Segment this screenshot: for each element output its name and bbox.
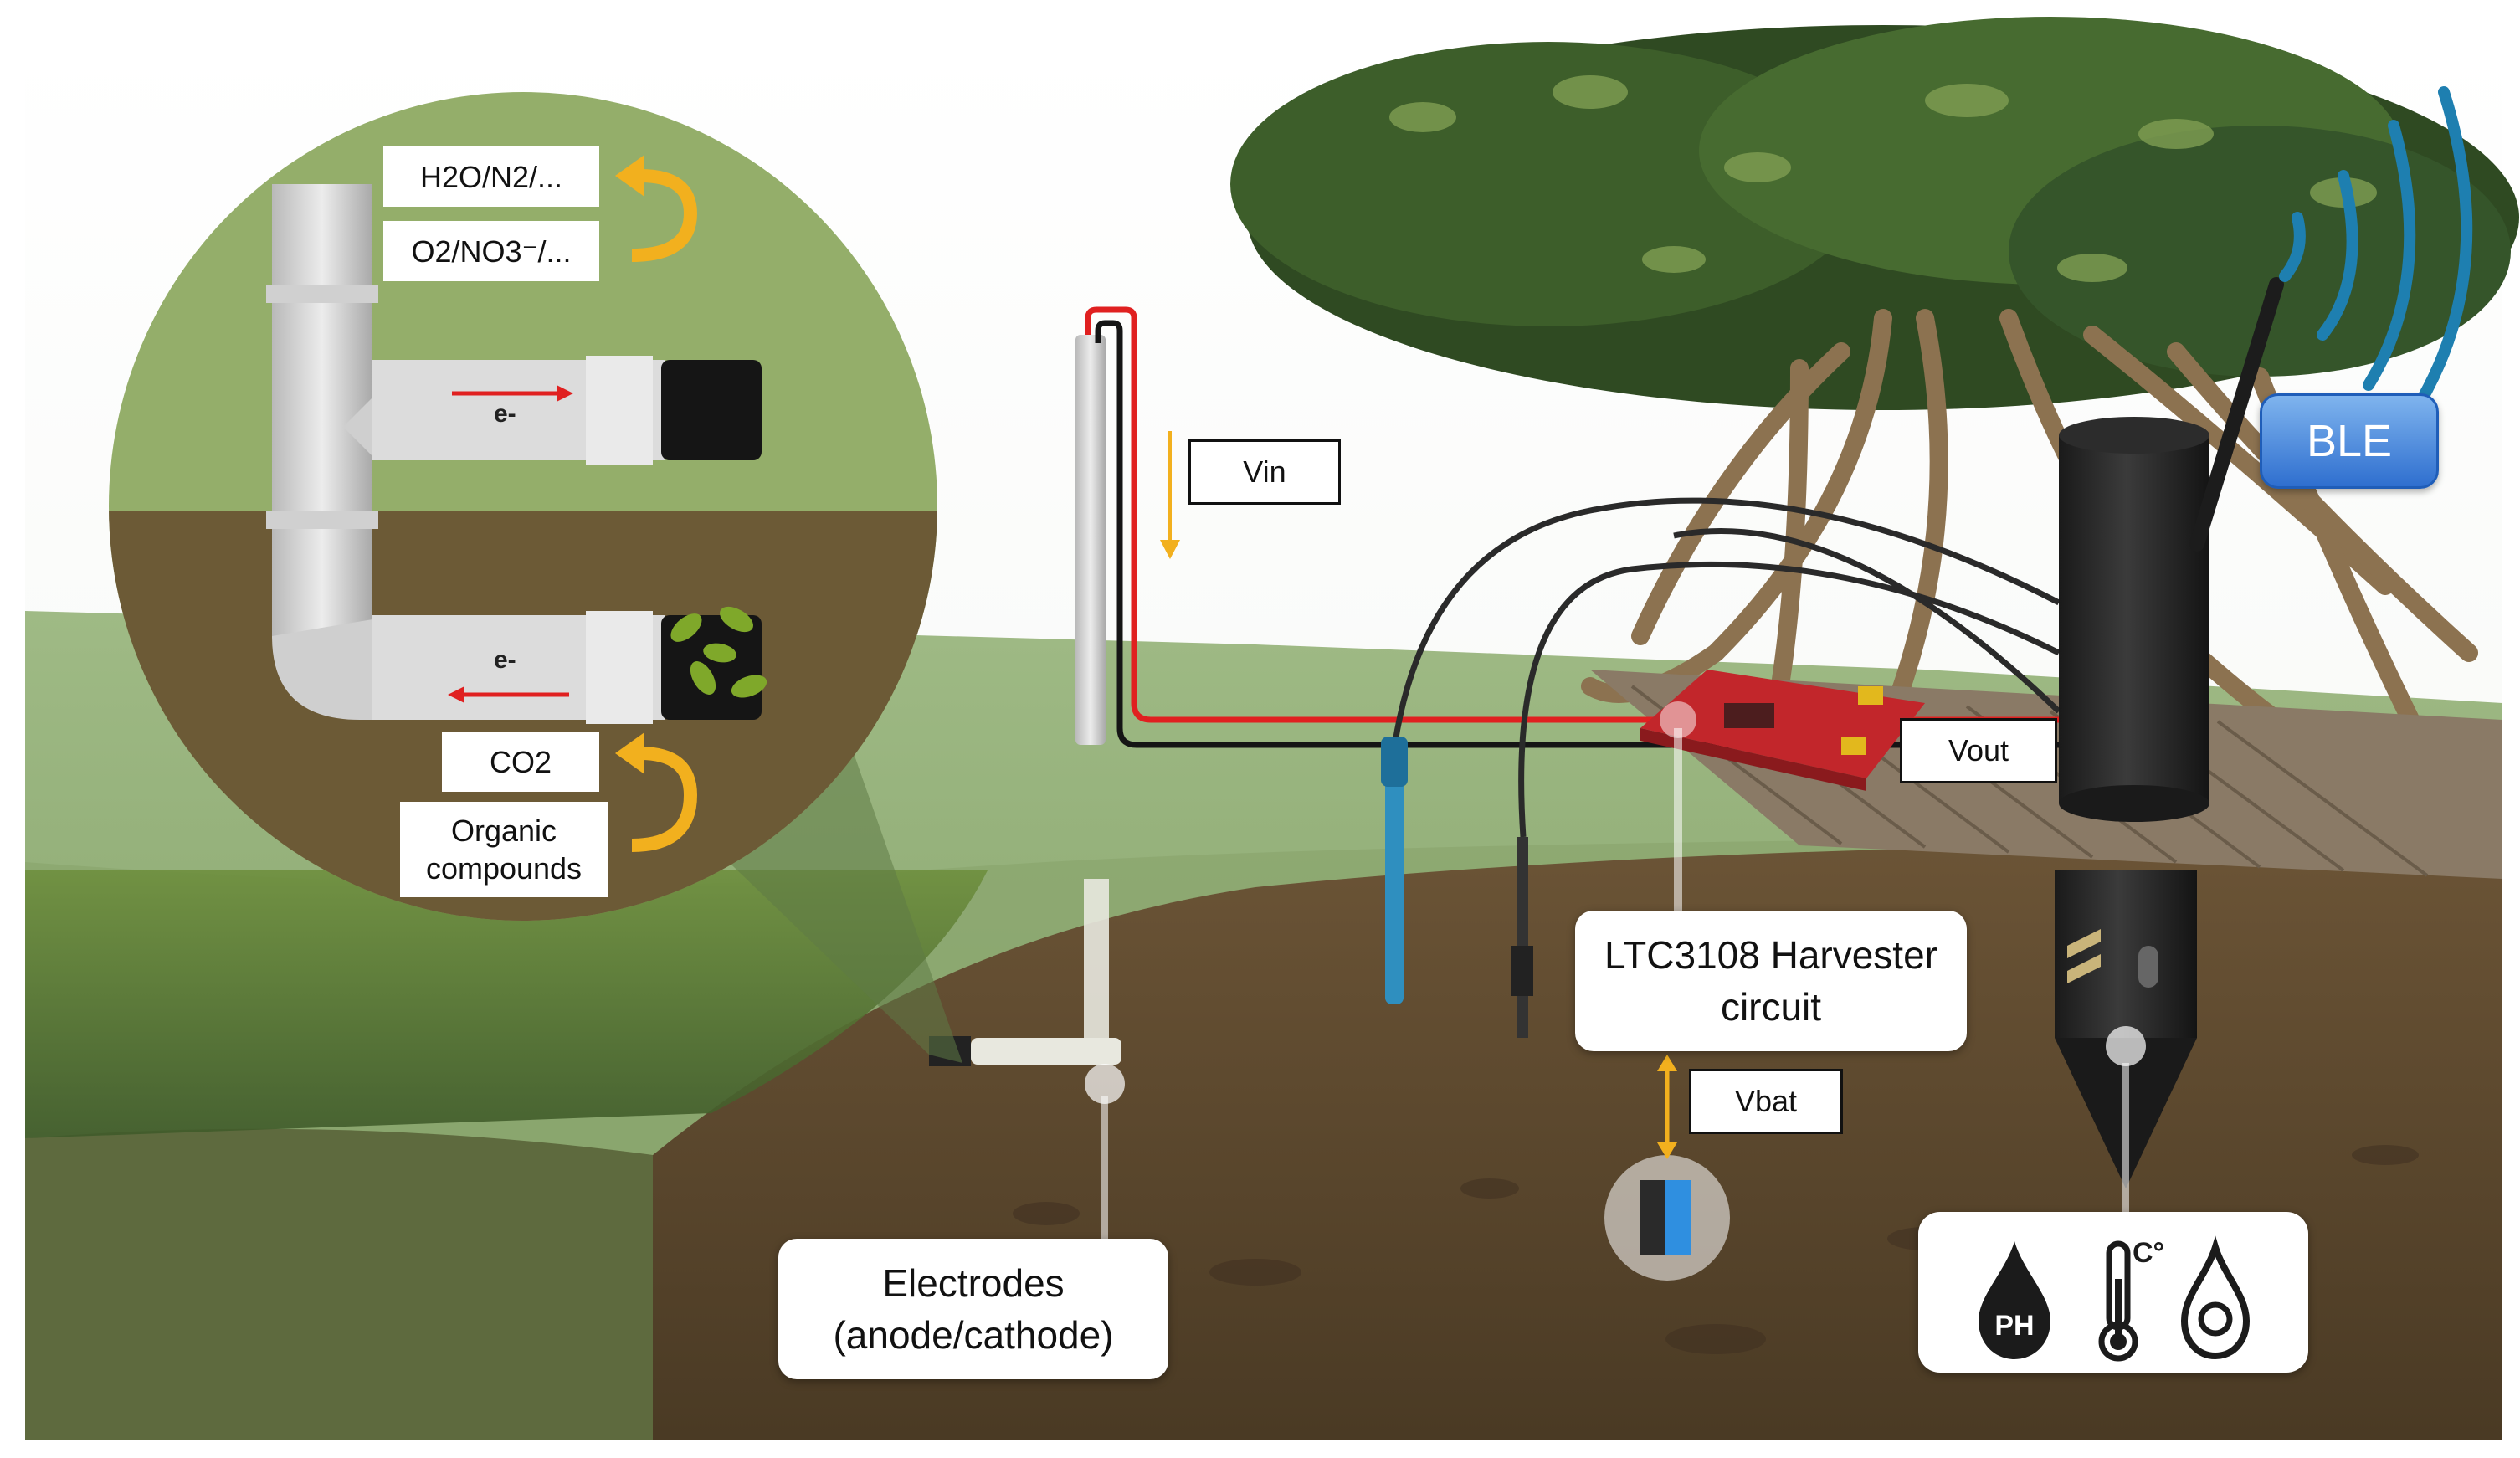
thermometer-icon: C° [2098, 1237, 2164, 1362]
electron-bottom-label: e- [494, 646, 516, 674]
vin-label: Vin [1188, 439, 1341, 505]
harvester-board [1640, 670, 1925, 791]
pond [25, 870, 988, 1138]
electrodes-label: Electrodes (anode/cathode) [778, 1239, 1168, 1379]
moisture-drop-icon [2180, 1235, 2251, 1360]
riverbed [25, 1128, 653, 1440]
wireless-signal-icon [2279, 86, 2473, 424]
vbat-arrow [1657, 1055, 1677, 1159]
red-wire [1085, 306, 2067, 723]
ph-drop-icon: PH [1979, 1241, 2050, 1359]
inset-input-top-label: O2/NO3⁻/... [383, 221, 599, 281]
inset-input-bottom-label: Organic compounds [400, 802, 608, 897]
sensor-panel: PH C° [1918, 1212, 2308, 1373]
harvester-circuit-label: LTC3108 Harvester circuit [1575, 911, 1967, 1051]
vin-arrow [1160, 431, 1180, 559]
ble-device [2055, 277, 2284, 1222]
vbat-label: Vbat [1689, 1069, 1843, 1134]
capacitor [1604, 1155, 1730, 1281]
top-electrode-brush [661, 360, 762, 460]
inset-output-bottom-label: CO2 [442, 732, 599, 792]
antenna [2189, 277, 2284, 552]
ph-probe [1381, 737, 1408, 1004]
inset-output-top-label: H2O/N2/... [383, 146, 599, 207]
temp-unit-text: C° [2133, 1237, 2164, 1269]
ph-text: PH [1994, 1310, 2034, 1342]
mangrove-tree [1230, 17, 2519, 762]
temperature-probe [1511, 837, 1533, 1038]
ble-badge: BLE [2260, 393, 2439, 489]
electron-top-label: e- [494, 400, 516, 428]
black-wire [1095, 320, 2067, 748]
vout-label: Vout [1900, 718, 2057, 783]
